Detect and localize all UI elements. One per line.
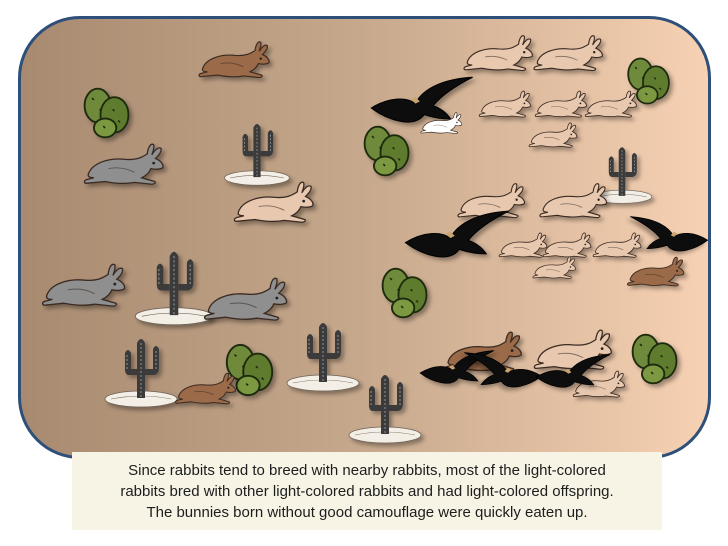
rabbit-light-mid-4-icon bbox=[542, 232, 592, 258]
rabbit-light-top-right-2-icon bbox=[533, 35, 603, 72]
cactus-3-icon bbox=[134, 251, 214, 326]
rabbit-brown-top-icon bbox=[198, 41, 270, 79]
rabbit-light-row-3-icon bbox=[584, 90, 637, 118]
hawk-3-icon bbox=[629, 216, 708, 252]
rabbit-light-mid-6-icon bbox=[532, 256, 576, 279]
rabbit-gray-bottom-left-1-icon bbox=[41, 263, 126, 307]
rabbit-brown-right-icon bbox=[627, 256, 685, 287]
rabbit-light-mid-5-icon bbox=[592, 232, 642, 258]
cactus-1-icon bbox=[224, 123, 290, 186]
hawk-1-icon bbox=[370, 76, 474, 123]
caption-line-3: The bunnies born without good camouflage… bbox=[146, 503, 588, 521]
rabbit-light-row-1-icon bbox=[478, 90, 531, 118]
pear-6-icon bbox=[631, 333, 678, 385]
pear-4-icon bbox=[381, 267, 428, 319]
scene-illustration bbox=[41, 35, 708, 444]
rabbit-light-mid-3-icon bbox=[498, 232, 548, 258]
cactus-6-icon bbox=[348, 374, 422, 444]
caption-box: Since rabbits tend to breed with nearby … bbox=[72, 452, 662, 530]
rabbit-light-top-right-1-icon bbox=[463, 35, 533, 72]
pear-1-icon bbox=[83, 87, 130, 139]
pear-2-icon bbox=[363, 125, 410, 177]
rabbit-light-row-2-icon bbox=[534, 90, 587, 118]
caption-line-1: Since rabbits tend to breed with nearby … bbox=[128, 461, 606, 479]
rabbit-light-mid-1-icon bbox=[457, 183, 526, 219]
rabbit-light-lower-right-icon bbox=[533, 329, 612, 370]
hawk-2-icon bbox=[404, 210, 510, 258]
desert-scene bbox=[18, 16, 711, 459]
caption-text: Since rabbits tend to breed with nearby … bbox=[72, 460, 662, 523]
rabbit-light-mid-2-icon bbox=[539, 183, 608, 219]
cactus-4-icon bbox=[104, 338, 178, 408]
rabbit-gray-left-icon bbox=[83, 143, 164, 185]
cactus-5-icon bbox=[286, 322, 360, 392]
rabbit-brown-bottom-icon bbox=[175, 372, 236, 405]
rabbit-light-row-4-icon bbox=[528, 122, 578, 148]
rabbit-gray-bottom-left-2-icon bbox=[203, 277, 288, 321]
caption-line-2: rabbits bred with other light-colored ra… bbox=[120, 482, 614, 500]
rabbit-light-center-icon bbox=[233, 181, 314, 223]
